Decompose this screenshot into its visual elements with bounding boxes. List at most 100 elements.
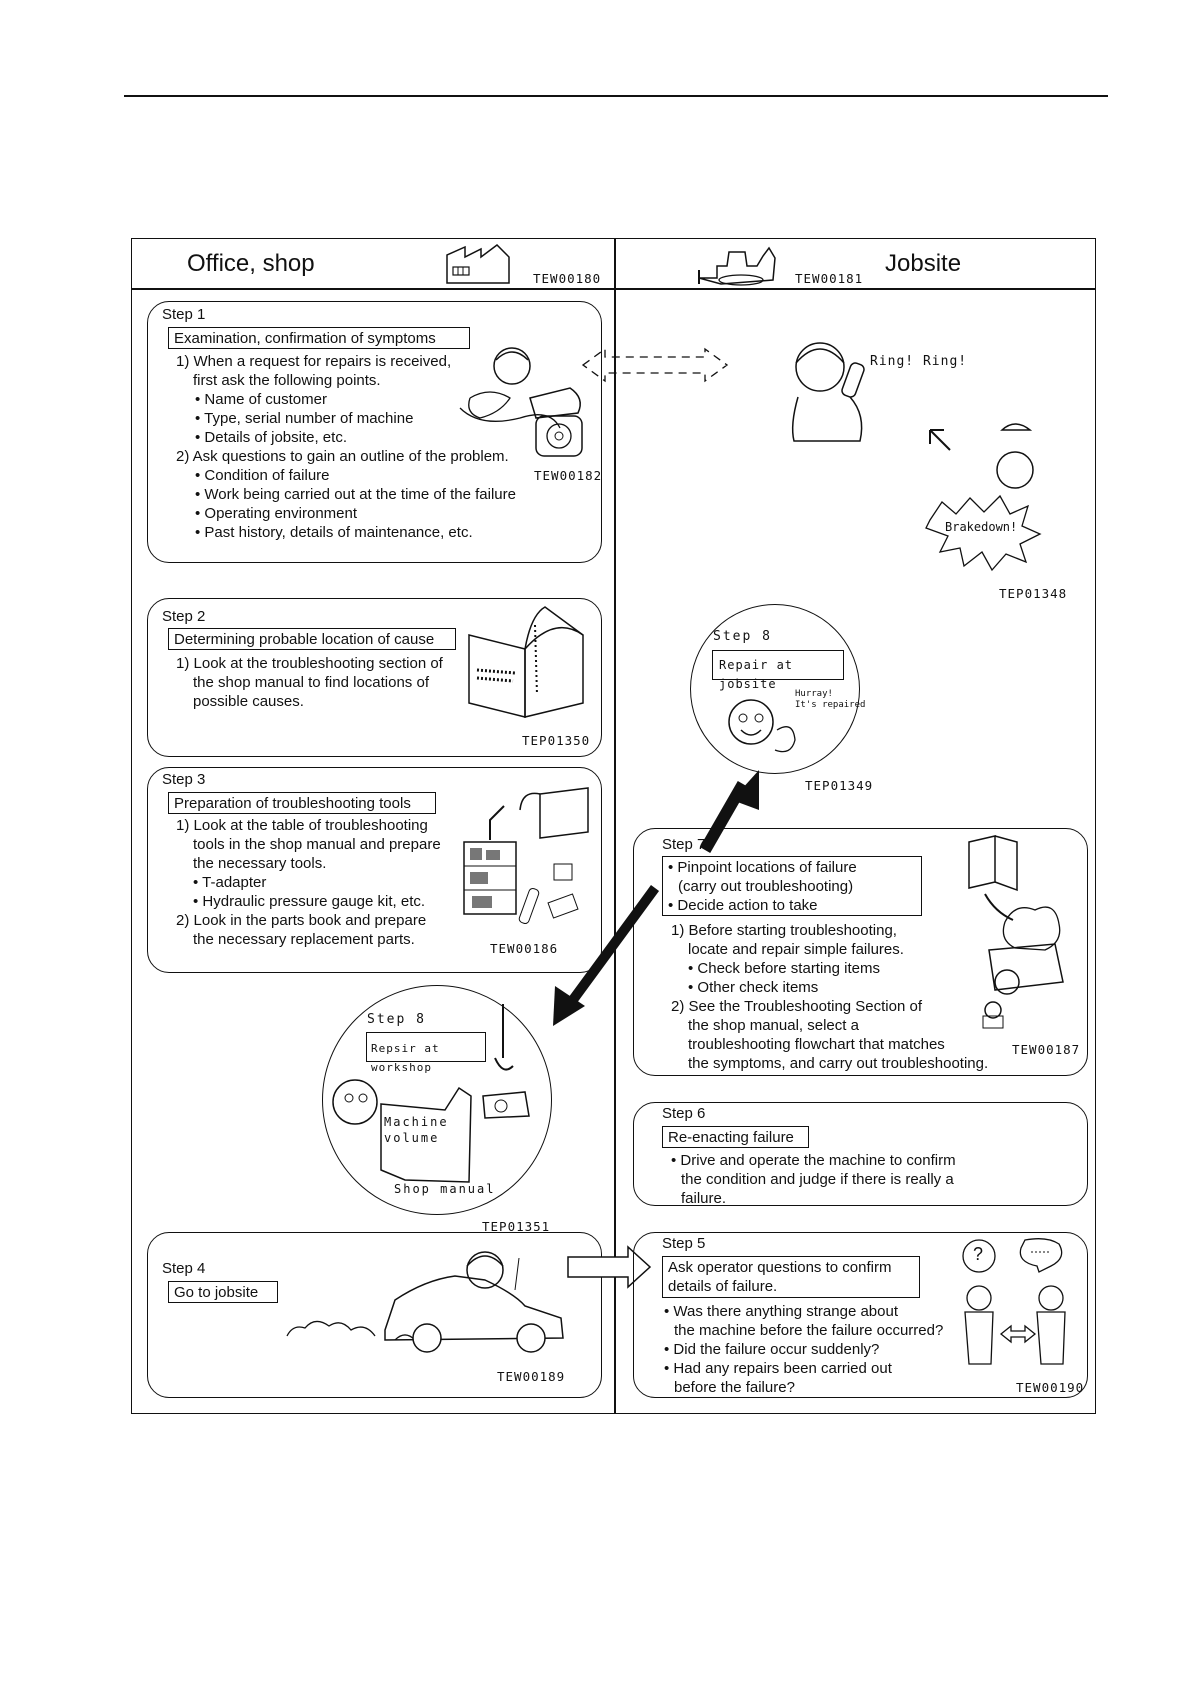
- step3-line: tools in the shop manual and prepare: [193, 836, 441, 853]
- step1-line: • Condition of failure: [195, 467, 330, 484]
- step4-label: Step 4: [162, 1260, 206, 1277]
- step1-line: first ask the following points.: [193, 372, 381, 389]
- step2-panel: [147, 598, 602, 757]
- step7-line: troubleshooting flowchart that matches: [688, 1036, 945, 1053]
- step6-panel: [633, 1102, 1088, 1206]
- jobsite-title: Jobsite: [885, 250, 962, 277]
- step2-label: Step 2: [162, 608, 206, 625]
- step7-line: the symptoms, and carry out troubleshoot…: [688, 1055, 989, 1072]
- mechanic-repair-illustration: [968, 835, 1064, 1029]
- step8-jobsite-code: TEP01349: [805, 778, 874, 793]
- step7-line: the shop manual, select a: [688, 1017, 859, 1034]
- step5-box-line: Ask operator questions to confirm: [668, 1259, 892, 1276]
- step3-line: 2) Look in the parts book and prepare: [176, 912, 427, 929]
- smiling-face-icon: [728, 699, 796, 753]
- operator-questioning-illustration: [962, 1238, 1066, 1365]
- header-divider: [131, 288, 1096, 290]
- step7-line: 1) Before starting troubleshooting,: [671, 922, 897, 939]
- step7-box-line: • Pinpoint locations of failure: [668, 859, 857, 876]
- step3-line: • T-adapter: [193, 874, 267, 891]
- step1-line: • Work being carried out at the time of …: [195, 486, 516, 503]
- step2-line: 1) Look at the troubleshooting section o…: [176, 655, 443, 672]
- step5-code: TEW00190: [1016, 1380, 1085, 1395]
- step3-line: the necessary replacement parts.: [193, 931, 415, 948]
- step5-line: the machine before the failure occurred?: [674, 1322, 944, 1339]
- step7-line: locate and repair simple failures.: [688, 941, 904, 958]
- step5-title-box: Ask operator questions to confirm detail…: [662, 1256, 920, 1298]
- book-text-volume: volume: [384, 1131, 440, 1145]
- communication-double-arrow: [581, 347, 729, 383]
- step3-line: the necessary tools.: [193, 855, 327, 872]
- step6-label: Step 6: [662, 1105, 706, 1122]
- step2-code: TEP01350: [522, 733, 591, 748]
- step1-line: • Details of jobsite, etc.: [195, 429, 347, 446]
- right-header-code: TEW00181: [795, 271, 864, 286]
- step1-line: 1) When a request for repairs is receive…: [176, 353, 452, 370]
- diagram-frame: [131, 238, 1096, 1414]
- repaired-text: It's repaired: [795, 700, 866, 710]
- book-text-machine: Machine: [384, 1115, 449, 1129]
- phone-caller-illustration: [459, 347, 583, 457]
- flow-arrows: [553, 770, 759, 1026]
- step8-jobsite-circle: [690, 604, 860, 774]
- question-mark: ?: [973, 1244, 984, 1264]
- bulldozer-icon: [698, 246, 776, 286]
- step1-code: TEW00182: [534, 468, 603, 483]
- step7-line: • Check before starting items: [688, 960, 880, 977]
- step8-workshop-box: Repsir at workshop: [366, 1032, 486, 1074]
- step2-title-box: Determining probable location of cause: [168, 628, 456, 650]
- step8-jobsite-box: Repair at jobsite: [712, 650, 844, 691]
- step4-title-box: Go to jobsite: [168, 1281, 278, 1303]
- step1-title-box: Examination, confirmation of symptoms: [168, 327, 470, 349]
- step1-line: • Operating environment: [195, 505, 358, 522]
- operator-on-phone-illustration: [791, 342, 865, 442]
- left-header-code: TEW00180: [533, 271, 602, 286]
- step2-line: the shop manual to find locations of: [193, 674, 429, 691]
- tools-cabinet-illustration: [463, 787, 589, 924]
- jobsite-top-code: TEP01348: [999, 586, 1068, 601]
- step6-line: the condition and judge if there is real…: [681, 1171, 954, 1188]
- step5-label: Step 5: [662, 1235, 706, 1252]
- step8-jobsite-label: Step 8: [713, 629, 772, 644]
- step7-code: TEW00187: [1012, 1042, 1081, 1057]
- step5-line: • Had any repairs been carried out: [664, 1360, 892, 1377]
- step5-line: • Did the failure occur suddenly?: [664, 1341, 880, 1358]
- step4-code: TEW00189: [497, 1369, 566, 1384]
- step7-line: 2) See the Troubleshooting Section of: [671, 998, 923, 1015]
- step3-line: 1) Look at the table of troubleshooting: [176, 817, 428, 834]
- step7-line: • Other check items: [688, 979, 819, 996]
- step1-line: • Type, serial number of machine: [195, 410, 414, 427]
- top-rule: [124, 95, 1108, 97]
- car-driving-illustration: [286, 1251, 564, 1353]
- step3-title-box: Preparation of troubleshooting tools: [168, 792, 436, 814]
- step8-workshop-code: TEP01351: [482, 1219, 551, 1234]
- hurray-text: Hurray!: [795, 689, 833, 699]
- step6-line: • Drive and operate the machine to confi…: [671, 1152, 956, 1169]
- column-divider: [614, 238, 616, 1414]
- step6-line: failure.: [681, 1190, 727, 1207]
- step7-title-box: • Pinpoint locations of failure (carry o…: [662, 856, 922, 916]
- step1-panel: [147, 301, 602, 563]
- step7-box-line: • Decide action to take: [668, 897, 818, 914]
- step3-code: TEW00186: [490, 941, 559, 956]
- step1-line: • Name of customer: [195, 391, 327, 408]
- step3-line: • Hydraulic pressure gauge kit, etc.: [193, 893, 426, 910]
- step7-panel: [633, 828, 1088, 1076]
- step8-workshop-label: Step 8: [367, 1012, 426, 1027]
- step2-line: possible causes.: [193, 693, 304, 710]
- shop-manual-caption: Shop manual: [394, 1182, 496, 1196]
- step1-line: 2) Ask questions to gain an outline of t…: [176, 448, 509, 465]
- breakdown-text: Brakedown!: [945, 520, 1018, 534]
- go-to-jobsite-arrow: [567, 1245, 652, 1289]
- open-manual-illustration: [468, 606, 584, 718]
- step5-line: before the failure?: [674, 1379, 795, 1396]
- step3-panel: [147, 767, 602, 973]
- step7-box-line: (carry out troubleshooting): [678, 878, 854, 895]
- ring-ring-text: Ring! Ring!: [870, 354, 968, 369]
- office-shop-title: Office, shop: [187, 250, 315, 277]
- step1-line: • Past history, details of maintenance, …: [195, 524, 473, 541]
- step6-title-box: Re-enacting failure: [662, 1126, 809, 1148]
- step7-label: Step 7: [662, 836, 706, 853]
- workshop-illustration: [332, 1004, 530, 1183]
- step5-line: • Was there anything strange about: [664, 1303, 899, 1320]
